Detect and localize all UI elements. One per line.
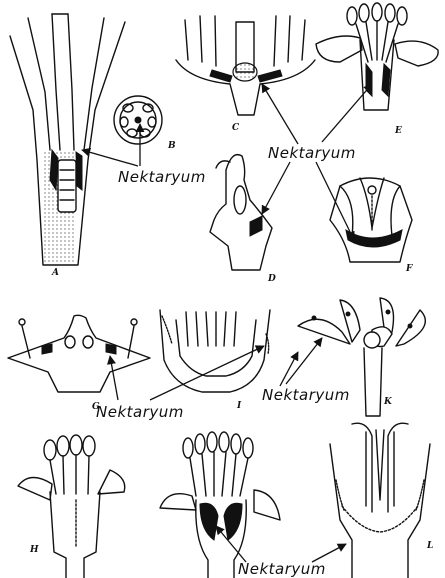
flower-section-j <box>160 432 280 578</box>
panel-label-a: A <box>51 268 59 278</box>
panel-label-i: I <box>236 401 242 411</box>
nektaryum-label-bottom: Nektaryum <box>238 560 326 578</box>
panel-label-l: L <box>426 541 433 551</box>
arrow-k1 <box>286 338 322 384</box>
arrow-l <box>312 544 346 562</box>
nektaryum-label-k: Nektaryum <box>262 386 350 404</box>
arrow-a <box>82 150 138 166</box>
panel-label-k: K <box>383 397 393 407</box>
panel-label-e: E <box>394 126 402 136</box>
nektaryum-label-a: Nektaryum <box>118 168 206 186</box>
panel-label-f: F <box>405 264 413 274</box>
flower-section-e <box>316 3 438 110</box>
arrow-d <box>262 162 290 214</box>
cross-section-b <box>114 96 162 144</box>
panel-label-h: H <box>29 545 39 555</box>
flower-section-c <box>176 16 315 115</box>
panel-label-b: B <box>167 141 176 151</box>
arrow-e <box>322 84 372 142</box>
flower-section-f <box>330 178 412 262</box>
flower-section-a <box>10 14 125 265</box>
nektaryum-label-center: Nektaryum <box>268 144 356 162</box>
panel-label-c: C <box>232 123 240 133</box>
panel-label-d: D <box>267 274 276 284</box>
flower-section-l <box>330 423 430 578</box>
nektaryum-label-g: Nektaryum <box>96 403 184 421</box>
flower-section-g <box>8 315 150 392</box>
flower-section-h <box>18 435 125 578</box>
arrow-c <box>262 84 298 144</box>
